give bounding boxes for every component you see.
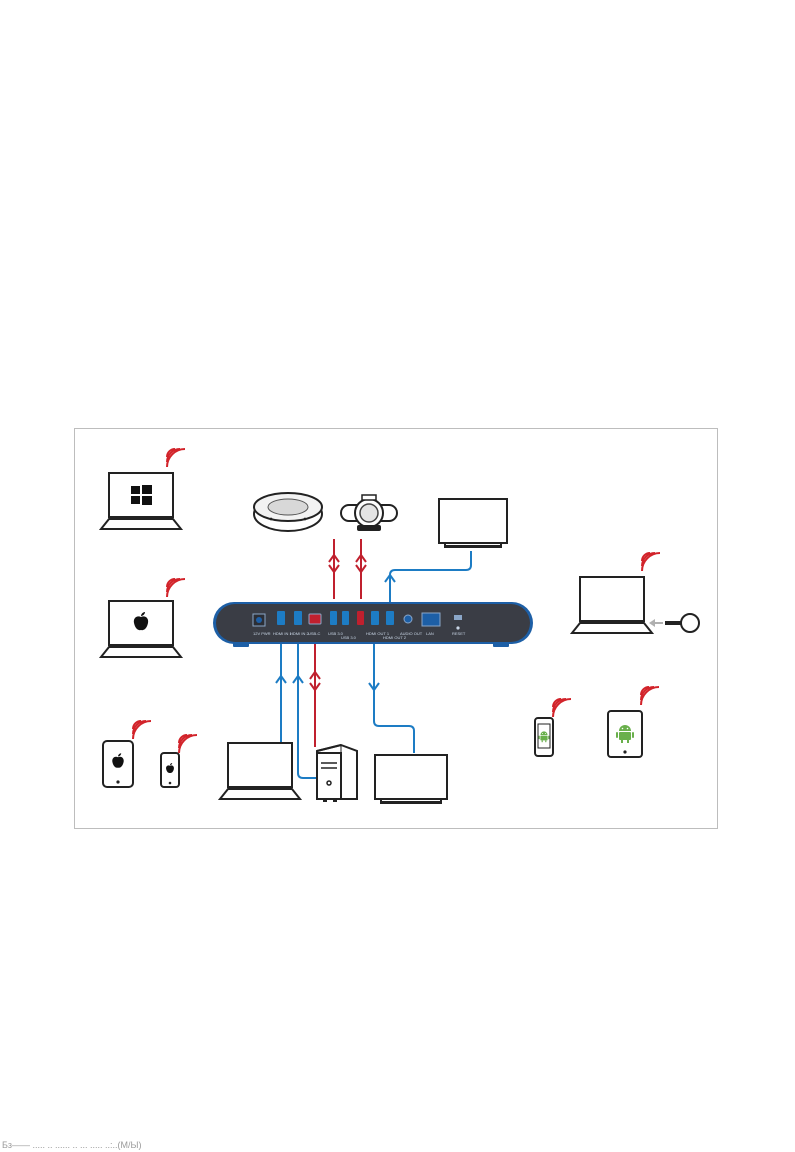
windows-laptop (101, 473, 181, 529)
mac-laptop (101, 601, 181, 657)
laptop-bottom (220, 743, 300, 799)
wifi-signal-icon (179, 735, 197, 753)
hdmi-link-pc (293, 643, 317, 778)
port-label: LAN (426, 631, 434, 636)
wifi-signal-icon (641, 687, 659, 705)
hdmi-link-display-bottom (369, 643, 414, 753)
ipad (103, 741, 133, 787)
port-label: USB-C (308, 631, 321, 636)
port-label: RESET (452, 631, 466, 636)
desktop-pc (317, 745, 357, 802)
speakerphone (254, 493, 322, 531)
wifi-signal-icon (167, 449, 185, 467)
port-label: AUDIO OUT (400, 631, 423, 636)
usb-link-pc (310, 643, 320, 747)
wifi-signal-icon (553, 699, 571, 717)
hdmi-link-laptop (276, 643, 286, 745)
page-footer: Бз—— ..... .. ...... .. ... ..... ..:..(… (0, 1140, 795, 1152)
hub-device: 12V PWR HDMI IN 1 HDMI IN 2 USB-C USB 3.… (213, 602, 533, 647)
wifi-signal-icon (167, 579, 185, 597)
port-label: HDMI IN 2 (290, 631, 309, 636)
display-top (439, 499, 507, 548)
display-bottom (375, 755, 447, 804)
usb-link-speakerphone (329, 539, 339, 599)
iphone (161, 753, 179, 787)
connection-diagram: 12V PWR HDMI IN 1 HDMI IN 2 USB-C USB 3.… (75, 429, 719, 830)
usb-link-webcam (356, 539, 366, 599)
wifi-signal-icon (133, 721, 151, 739)
android-phone (535, 718, 553, 756)
port-label: USB 3.0 (341, 635, 357, 640)
wireless-dongle (649, 614, 699, 632)
wifi-signal-icon (642, 553, 660, 571)
webcam (341, 495, 397, 531)
port-label: 12V PWR (253, 631, 271, 636)
android-tablet (608, 711, 642, 757)
presenter-laptop (572, 577, 652, 633)
diagram-frame: 12V PWR HDMI IN 1 HDMI IN 2 USB-C USB 3.… (74, 428, 718, 829)
